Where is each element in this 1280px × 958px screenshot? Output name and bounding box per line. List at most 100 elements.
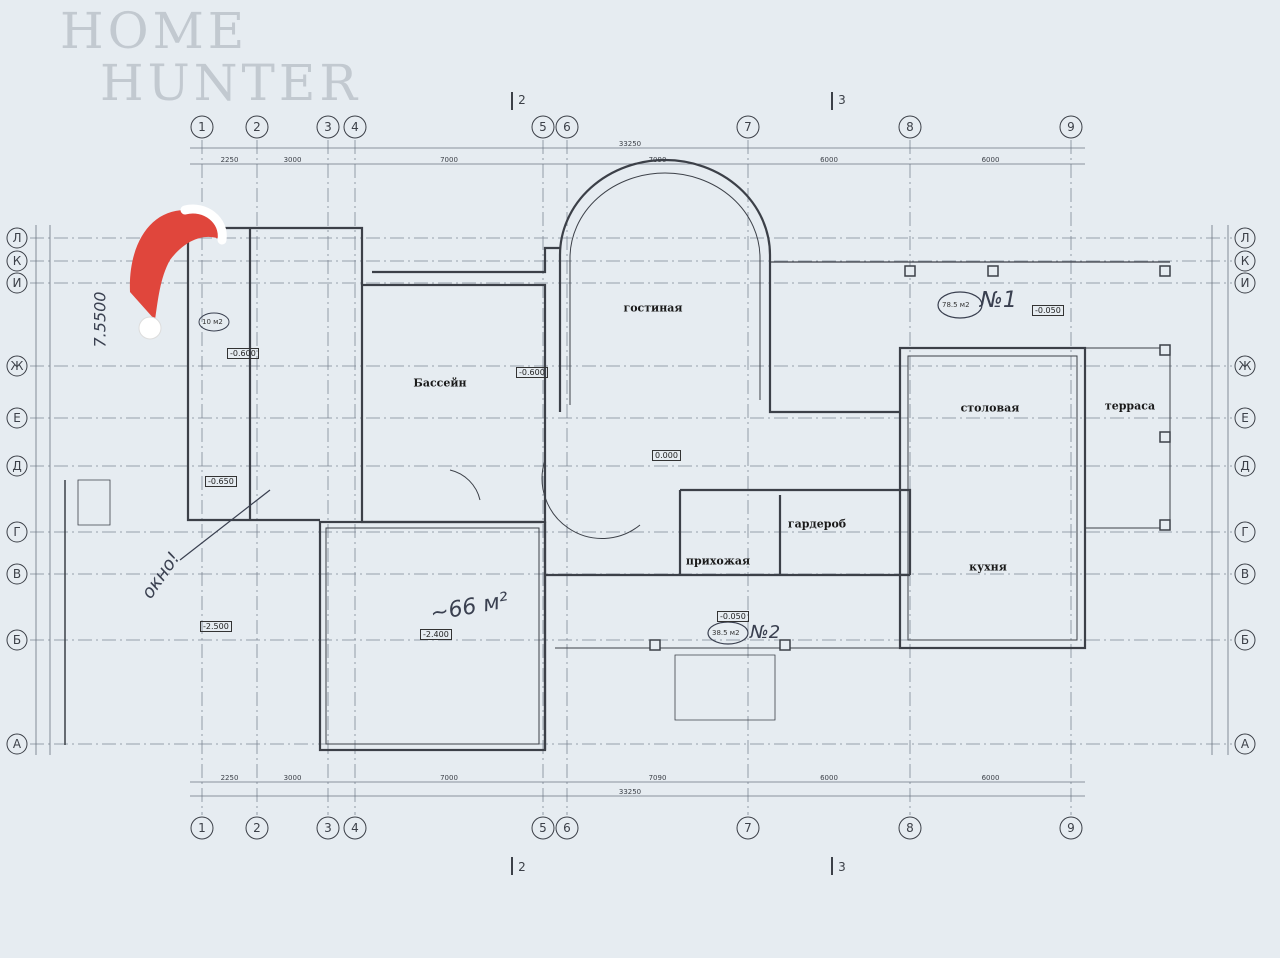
column-axis-label: 5 xyxy=(539,120,547,134)
dimension-label: 7000 xyxy=(440,156,458,164)
row-axis-label: В xyxy=(13,567,21,581)
room-kitchen: кухня xyxy=(969,560,1007,574)
row-axis-label: И xyxy=(1241,276,1250,290)
column-axis-label: 4 xyxy=(351,120,359,134)
dimension-label: 7090 xyxy=(649,156,667,164)
section-label: 3 xyxy=(838,860,846,874)
column-axis-label: 9 xyxy=(1067,120,1075,134)
santa-hat-icon xyxy=(129,204,227,340)
column-axis-marker xyxy=(1059,816,1083,840)
dimension-label: 7000 xyxy=(440,774,458,782)
row-axis-marker xyxy=(6,455,28,477)
row-axis-label: Ж xyxy=(11,359,24,373)
note-n1: №1 xyxy=(980,288,1017,313)
column-axis-marker xyxy=(316,115,340,139)
dimension-label: 6000 xyxy=(982,774,1000,782)
room-pool: Бассейн xyxy=(413,376,467,390)
row-axis-marker xyxy=(6,272,28,294)
column-axis-marker xyxy=(343,115,367,139)
row-axis-marker xyxy=(6,250,28,272)
row-axis-label: В xyxy=(1241,567,1249,581)
column-axis-label: 8 xyxy=(906,821,914,835)
area-tag: 10 м2 xyxy=(202,318,223,326)
section-label: 2 xyxy=(518,860,526,874)
room-hall: прихожая xyxy=(685,554,751,568)
stairs xyxy=(674,654,776,721)
column-axis-label: 2 xyxy=(253,821,261,835)
wall-dining-kitchen xyxy=(898,346,1087,650)
row-axis-marker xyxy=(1234,455,1256,477)
row-axis-marker xyxy=(1234,407,1256,429)
room-living: гостиная xyxy=(623,301,683,315)
row-axis-label: Б xyxy=(13,633,21,647)
row-axis-marker xyxy=(6,733,28,755)
row-axis-marker xyxy=(1234,733,1256,755)
column-axis-marker xyxy=(736,816,760,840)
row-axis-marker xyxy=(1234,250,1256,272)
row-axis-label: Ж xyxy=(1239,359,1252,373)
dimension-total: 33250 xyxy=(619,140,641,148)
row-axis-label: К xyxy=(13,254,22,268)
dimension-label: 7090 xyxy=(649,774,667,782)
level-tag: -2.500 xyxy=(200,621,232,632)
row-axis-marker xyxy=(1234,521,1256,543)
column-axis-marker xyxy=(190,115,214,139)
row-axis-marker xyxy=(6,521,28,543)
column-axis-marker xyxy=(531,816,555,840)
level-tag: -2.400 xyxy=(420,629,452,640)
column-axis-marker xyxy=(555,115,579,139)
row-axis-label: А xyxy=(1241,737,1250,751)
dimension-label: 6000 xyxy=(820,774,838,782)
row-axis-label: Е xyxy=(13,411,21,425)
row-axis-marker xyxy=(1234,272,1256,294)
dimension-label: 2250 xyxy=(221,774,239,782)
column-axis-marker xyxy=(555,816,579,840)
room-dining: столовая xyxy=(960,401,1020,415)
column-axis-label: 2 xyxy=(253,120,261,134)
wall-left-block xyxy=(186,226,364,522)
column-axis-label: 1 xyxy=(198,821,206,835)
row-axis-marker xyxy=(1234,629,1256,651)
row-axis-label: К xyxy=(1241,254,1250,268)
column-axis-marker xyxy=(1059,115,1083,139)
dimension-label: 6000 xyxy=(820,156,838,164)
column-axis-label: 3 xyxy=(324,821,332,835)
row-axis-label: Л xyxy=(1240,231,1249,245)
column-axis-label: 9 xyxy=(1067,821,1075,835)
level-tag: -0.600 xyxy=(227,348,259,359)
dimension-label: 6000 xyxy=(982,156,1000,164)
column-axis-marker xyxy=(343,816,367,840)
row-axis-marker xyxy=(6,563,28,585)
window-arrow xyxy=(179,489,271,561)
level-tag: 0.000 xyxy=(652,450,681,461)
note-n2: №2 xyxy=(750,622,781,643)
row-axis-label: Л xyxy=(12,231,21,245)
column-axis-marker xyxy=(898,115,922,139)
watermark-home: HOME xyxy=(60,2,249,60)
level-tag: -0.650 xyxy=(205,476,237,487)
row-axis-label: Д xyxy=(12,459,21,473)
row-axis-label: Г xyxy=(1241,525,1248,539)
wall-living-arch xyxy=(558,158,900,414)
section-label: 3 xyxy=(838,93,846,107)
row-axis-marker xyxy=(6,355,28,377)
row-axis-label: Д xyxy=(1240,459,1249,473)
row-axis-marker xyxy=(6,227,28,249)
column-axis-marker xyxy=(245,816,269,840)
column-axis-label: 1 xyxy=(198,120,206,134)
room-wardrobe: гардероб xyxy=(787,517,847,531)
stairs xyxy=(77,479,111,526)
wall-hall xyxy=(543,488,912,750)
column-axis-marker xyxy=(316,816,340,840)
area-tag: 38.5 м2 xyxy=(712,629,740,637)
column-axis-label: 7 xyxy=(744,821,752,835)
column-axis-label: 6 xyxy=(563,120,571,134)
column-axis-label: 6 xyxy=(563,821,571,835)
column-axis-marker xyxy=(190,816,214,840)
column-axis-label: 7 xyxy=(744,120,752,134)
watermark-hunter: HUNTER xyxy=(100,54,361,112)
column-axis-label: 8 xyxy=(906,120,914,134)
row-axis-marker xyxy=(1234,227,1256,249)
dimension-label: 2250 xyxy=(221,156,239,164)
